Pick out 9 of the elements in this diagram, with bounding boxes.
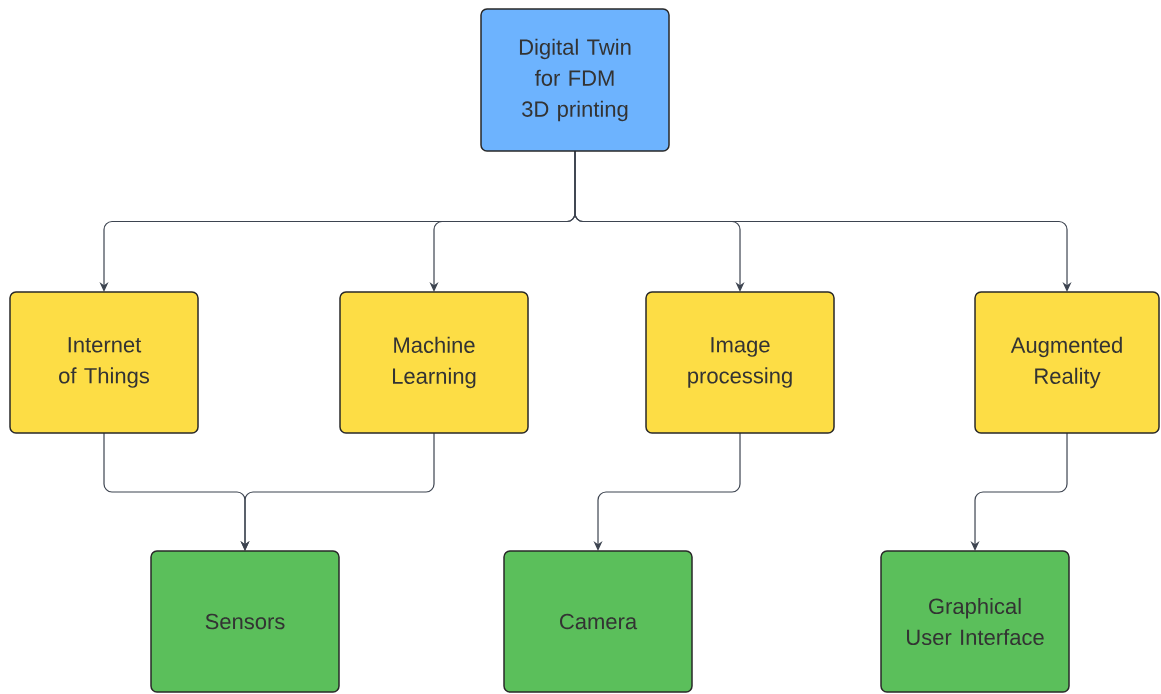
topic-box: Augmented Reality (974, 291, 1160, 434)
arrow (574, 150, 1072, 292)
topic-box: Image processing (645, 291, 835, 434)
component-box: Camera (503, 550, 693, 693)
component-box: Sensors (150, 550, 340, 693)
topic-box: Internet of Things (9, 291, 199, 434)
component-box: Graphical User Interface (880, 550, 1070, 693)
topic-box: Machine Learning (339, 291, 529, 434)
root-box: Digital Twin for FDM 3D printing (480, 8, 670, 152)
